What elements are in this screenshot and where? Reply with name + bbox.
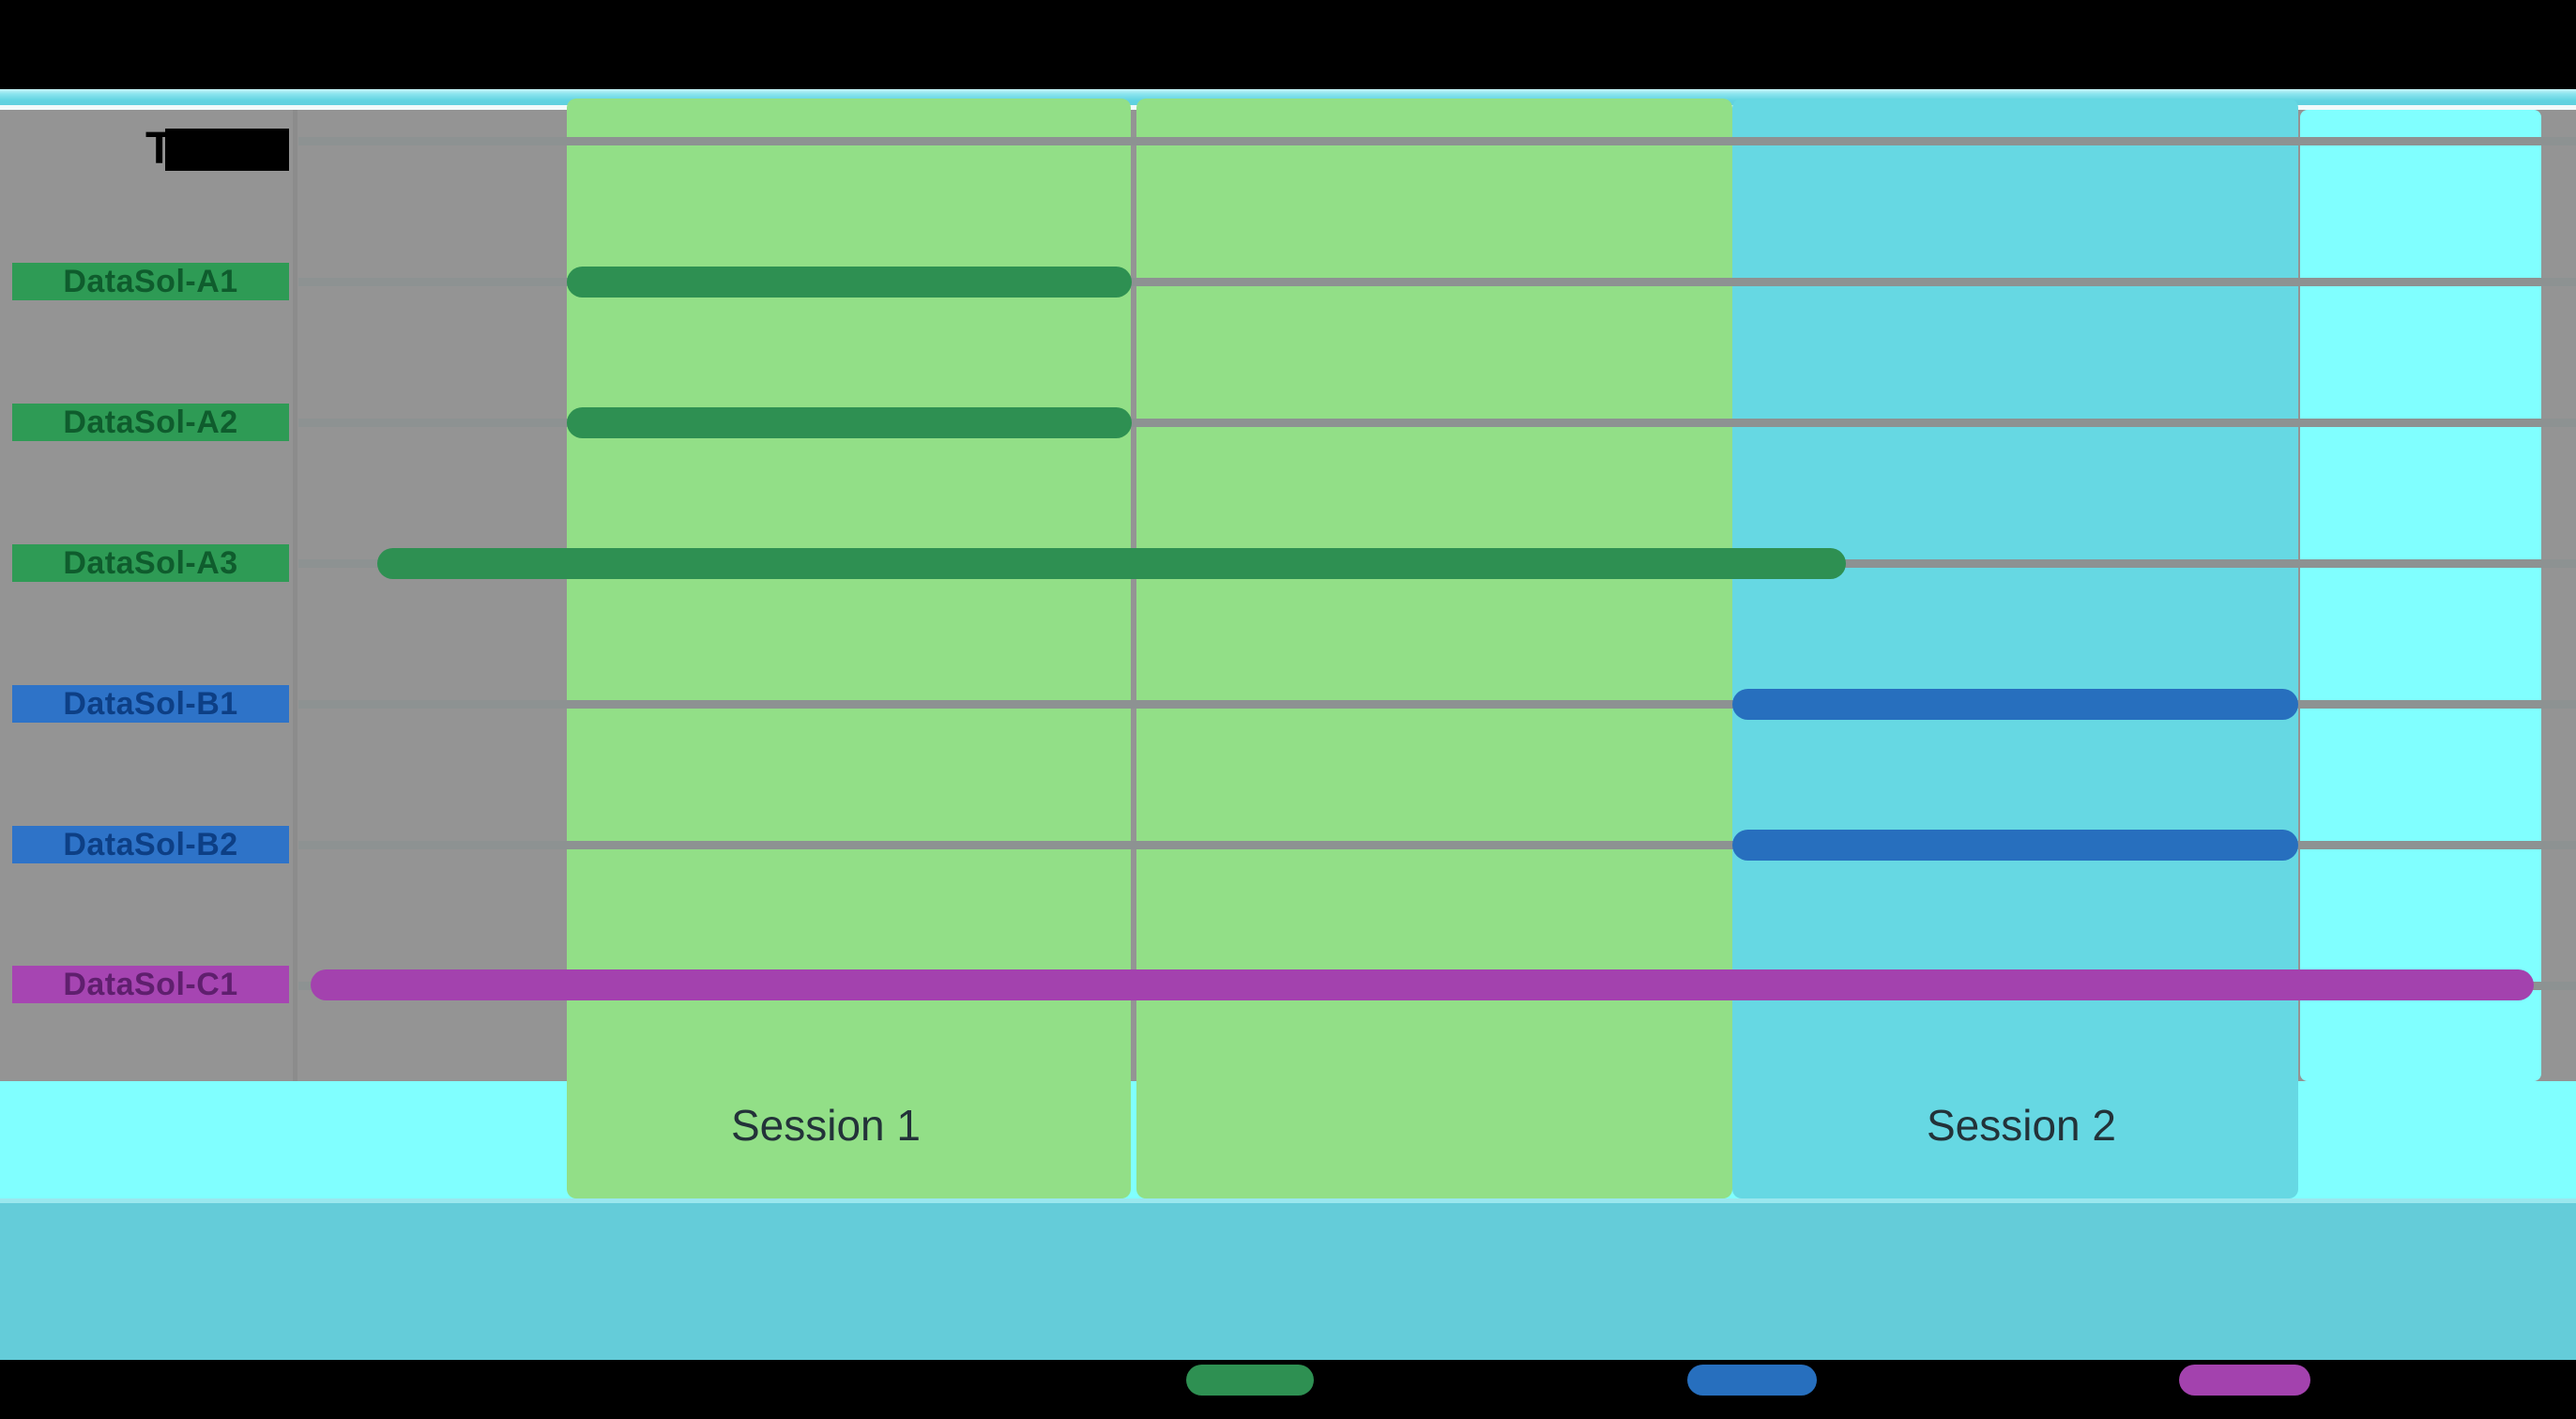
right-lightcyan-column xyxy=(2300,110,2541,1081)
session1-annotation: Session 1 xyxy=(730,1101,921,1150)
legend-label-redaction-2 xyxy=(1826,1361,1995,1400)
gridline-row-5 xyxy=(298,841,2576,849)
gantt-bar-datasol-c1[interactable] xyxy=(311,969,2534,1000)
title-redaction-box xyxy=(165,129,289,171)
row-label-datasol-a2[interactable]: DataSol-A2 xyxy=(12,404,289,441)
legend-swatch-green[interactable] xyxy=(1186,1365,1314,1396)
gantt-bar-datasol-a2[interactable] xyxy=(567,407,1132,438)
row-label-datasol-b1[interactable]: DataSol-B1 xyxy=(12,685,289,723)
gantt-bar-datasol-b1[interactable] xyxy=(1732,689,2298,720)
gantt-bar-datasol-b2[interactable] xyxy=(1732,830,2298,861)
session1-column-2 xyxy=(1136,99,1732,1198)
legend-swatch-blue[interactable] xyxy=(1687,1365,1817,1396)
legend-label-redaction-1 xyxy=(1323,1361,1492,1400)
gridline-row-1 xyxy=(298,278,2576,286)
row-label-datasol-b2[interactable]: DataSol-B2 xyxy=(12,826,289,863)
legend-swatch-magenta[interactable] xyxy=(2179,1365,2310,1396)
row-label-datasol-a1[interactable]: DataSol-A1 xyxy=(12,263,289,300)
row-label-datasol-a3[interactable]: DataSol-A3 xyxy=(12,544,289,582)
legend-label-redaction-3 xyxy=(2320,1361,2489,1400)
gantt-bar-datasol-a3[interactable] xyxy=(377,548,1846,579)
row-label-datasol-c1[interactable]: DataSol-C1 xyxy=(12,966,289,1003)
gridline-row-0 xyxy=(298,137,2576,145)
bottom-cyan-band xyxy=(0,1198,2576,1360)
gantt-bar-datasol-a1[interactable] xyxy=(567,267,1132,298)
gridline-row-2 xyxy=(298,419,2576,427)
y-axis-line xyxy=(293,110,297,1081)
gridline-row-4 xyxy=(298,700,2576,709)
session1-column-1 xyxy=(567,99,1131,1198)
session2-annotation: Session 2 xyxy=(1926,1101,2116,1150)
session2-column xyxy=(1732,99,2298,1198)
